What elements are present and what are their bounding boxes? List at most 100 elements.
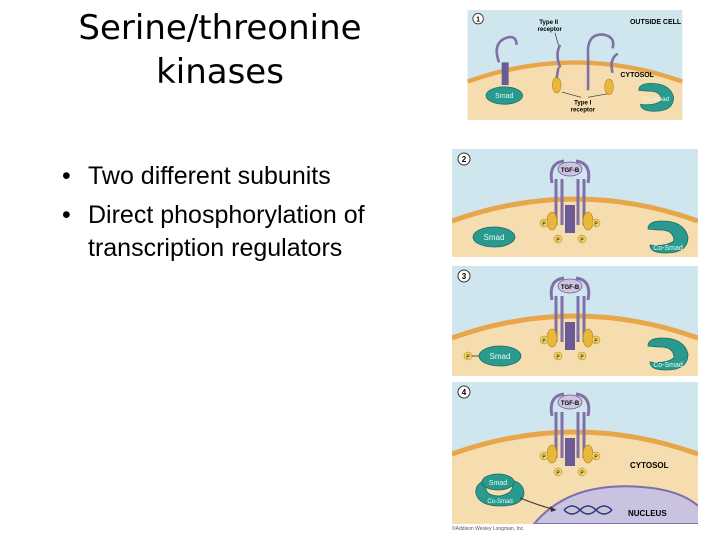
ligand-label: TGF-B	[561, 168, 580, 174]
type2-receptor-left	[495, 35, 518, 63]
title-line-1: Serine/threonine	[78, 8, 362, 48]
panel-2: 2 TGF-B P P P P Smad Co-Smad	[452, 149, 698, 257]
type2-kinase-domain	[565, 322, 575, 350]
panel-1: 1 OUTSIDE CELL CYTOSOL Type II receptor …	[466, 10, 684, 120]
phosphate-label: P	[466, 355, 470, 361]
smad-label: Smad	[495, 93, 513, 100]
panel-number: 4	[462, 388, 467, 397]
type1-receptor-left	[556, 44, 562, 69]
smad-protein	[485, 86, 523, 105]
type2-label-line1: Type II	[539, 19, 558, 26]
bullet-item: Two different subunits	[60, 160, 380, 193]
nucleus	[532, 485, 698, 524]
phosphate-label: P	[594, 222, 598, 228]
cosmad-protein	[647, 220, 689, 254]
type1-kinase-domain-right	[582, 211, 594, 231]
panel-3: 3 TGF-B P P P P P Smad	[452, 266, 698, 376]
dna-strand-2	[563, 505, 613, 515]
cytosol-label: CYTOSOL	[620, 72, 654, 79]
tgf-beta-ligand	[557, 161, 583, 177]
phosphate-label: P	[580, 355, 584, 361]
panel-number-badge	[472, 13, 484, 25]
phosphate-group: P	[577, 467, 587, 477]
cosmad-protein	[638, 82, 675, 112]
figure-credit: ©Addison Wesley Longman, Inc.	[452, 526, 525, 532]
type1-label-line2: receptor	[571, 106, 596, 113]
phosphate-label: P	[580, 238, 584, 244]
smad-label: Smad	[484, 233, 505, 242]
phosphate-label: P	[542, 455, 546, 461]
cosmad-label: Co-Smad	[643, 96, 669, 103]
type1-kinase-domain-right	[582, 328, 594, 348]
plasma-membrane	[466, 60, 684, 84]
receptor-loops	[549, 392, 591, 417]
panel-number-badge	[457, 385, 471, 399]
outside-cell-label: OUTSIDE CELL	[630, 19, 682, 26]
phosphate-label: P	[594, 339, 598, 345]
slide-title: Serine/threonine kinases	[30, 6, 410, 94]
panel-number-badge	[457, 152, 471, 166]
type2-label-line2: receptor	[537, 26, 562, 33]
type2-kinase-domain	[565, 205, 575, 233]
plasma-membrane	[452, 313, 698, 341]
phosphate-label: P	[556, 238, 560, 244]
type1-kinase-domain-left	[546, 328, 558, 348]
cytosol-region	[467, 62, 683, 120]
panel-number: 2	[462, 155, 467, 164]
dna-strand-1	[563, 505, 613, 515]
cosmad-label: Co-Smad	[487, 499, 512, 505]
smad-label: Smad	[490, 352, 511, 361]
type1-kinase-domain-left	[552, 76, 562, 94]
plasma-membrane	[452, 429, 698, 457]
receptor-loops	[549, 276, 591, 301]
title-line-2: kinases	[156, 52, 284, 92]
phosphate-group: P	[591, 218, 601, 228]
type1-pointer-left	[561, 91, 582, 98]
phosphate-label: P	[556, 355, 560, 361]
bullet-list: Two different subunits Direct phosphoryl…	[60, 160, 380, 271]
phosphate-group: P	[591, 451, 601, 461]
ligand-label: TGF-B	[561, 285, 580, 291]
phosphate-label: P	[542, 339, 546, 345]
panel-number: 1	[476, 16, 480, 23]
type2-receptor-right	[586, 33, 615, 56]
phosphate-label: P	[594, 455, 598, 461]
phosphate-label: P	[542, 222, 546, 228]
phosphate-group: P	[553, 351, 563, 361]
arrow-head	[550, 506, 556, 512]
phosphate-group: P	[577, 351, 587, 361]
panel-4: 4 CYTOSOL NUCLEUS TGF-B P P P P	[452, 382, 698, 524]
type1-pointer-right	[588, 93, 608, 98]
phosphate-group: P	[577, 234, 587, 244]
plasma-membrane	[452, 196, 698, 224]
type1-label-line1: Type I	[574, 99, 592, 106]
type1-kinase-domain-left	[546, 444, 558, 464]
smad-label: Smad	[489, 480, 507, 487]
phosphate-group: P	[553, 234, 563, 244]
ligand-label: TGF-B	[561, 401, 580, 407]
panel-number: 3	[462, 272, 467, 281]
type1-kinase-domain-left	[546, 211, 558, 231]
type1-kinase-domain-right	[604, 78, 614, 95]
phosphate-label: P	[580, 471, 584, 477]
cosmad-label: Co-Smad	[653, 362, 683, 369]
phosphate-label: P	[556, 471, 560, 477]
smad-protein	[478, 345, 522, 367]
nucleus-label: NUCLEUS	[628, 509, 667, 518]
type1-stalk-left	[555, 67, 560, 79]
phosphate-group: P	[539, 335, 549, 345]
type1-kinase-domain-right	[582, 444, 594, 464]
cosmad-protein	[647, 337, 689, 371]
receptor-loops	[549, 159, 591, 184]
cosmad-label: Co-Smad	[653, 245, 683, 252]
tgf-beta-ligand	[557, 394, 583, 410]
phosphate-group: P	[553, 467, 563, 477]
type1-receptor-right	[610, 52, 619, 74]
phosphate-group: P	[591, 335, 601, 345]
cosmad-protein	[475, 477, 525, 507]
tgf-beta-signaling-figure: 1 OUTSIDE CELL CYTOSOL Type II receptor …	[452, 10, 698, 536]
type2-kinase-domain-left	[501, 62, 509, 86]
tgf-beta-ligand	[557, 278, 583, 294]
phosphate-group: P	[539, 218, 549, 228]
smad-protein	[472, 226, 516, 248]
